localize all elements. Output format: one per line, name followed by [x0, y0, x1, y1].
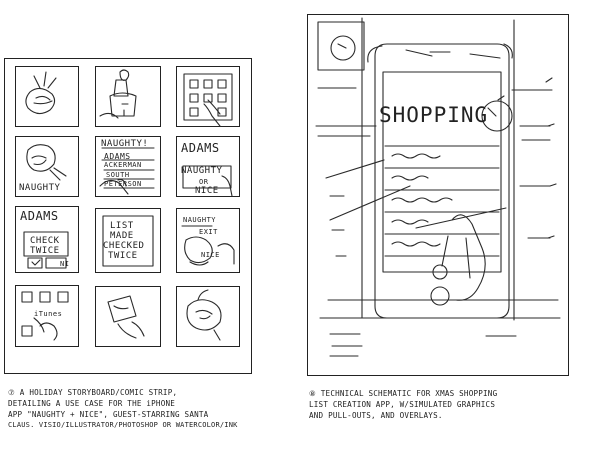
panel-9-text-2: EXIT: [199, 228, 218, 236]
storyboard-caption-line-3: APP "NAUGHTY + NICE", GUEST-STARRING SAN…: [8, 410, 209, 419]
panel-5-text-4: SOUTH: [106, 171, 130, 179]
panel-7-text-4: NI: [60, 260, 70, 268]
panel-8-text-2: MADE: [110, 231, 134, 241]
storyboard-sheet: [4, 58, 252, 374]
storyboard-panel-7: ADAMS CHECK TWICE NI: [15, 206, 79, 273]
schematic-caption-line-1: ⑧ TECHNICAL SCHEMATIC FOR XMAS SHOPPING: [309, 389, 498, 398]
panel-5-text-5: PETERSON: [104, 180, 142, 188]
panel-9-text-1: NAUGHTY: [183, 216, 217, 224]
storyboard-caption-line-2: DETAILING A USE CASE FOR THE iPHONE: [8, 399, 176, 408]
panel-5-text-1: NAUGHTY!: [101, 139, 149, 149]
panel-8-text-1: LIST: [110, 221, 134, 231]
storyboard-caption: ⑦ A HOLIDAY STORYBOARD/COMIC STRIP, DETA…: [8, 387, 298, 431]
storyboard-panel-5: NAUGHTY! ADAMS ACKERMAN SOUTH PETERSON: [95, 136, 161, 197]
panel-7-text-3: TWICE: [30, 246, 60, 256]
storyboard-caption-line-1: ⑦ A HOLIDAY STORYBOARD/COMIC STRIP,: [8, 388, 178, 397]
storyboard-panel-3: [176, 66, 240, 127]
schematic-caption: ⑧ TECHNICAL SCHEMATIC FOR XMAS SHOPPING …: [309, 388, 594, 421]
panel-6-text-4: NICE: [195, 186, 219, 196]
storyboard-panel-12: [176, 286, 240, 347]
storyboard-panel-6: ADAMS NAUGHTY OR NICE: [176, 136, 240, 197]
storyboard-panel-4: NAUGHTY: [15, 136, 79, 197]
panel-7-text-1: ADAMS: [20, 209, 59, 223]
panel-8-text-3: CHECKED: [103, 241, 145, 251]
panel-4-text-1: NAUGHTY: [19, 183, 61, 193]
storyboard-panel-11: [95, 286, 161, 347]
panel-9-text-3: NICE: [201, 251, 220, 259]
storyboard-panel-2: [95, 66, 161, 127]
schematic-sheet: [307, 14, 569, 376]
panel-7-text-2: CHECK: [30, 236, 60, 246]
storyboard-caption-line-4: CLAUS. VISIO/ILLUSTRATOR/PHOTOSHOP OR WA…: [8, 421, 238, 429]
schematic-caption-line-3: AND PULL-OUTS, AND OVERLAYS.: [309, 411, 443, 420]
storyboard-panel-9: NAUGHTY EXIT NICE: [176, 208, 240, 273]
storyboard-panel-8: LIST MADE CHECKED TWICE: [95, 208, 161, 273]
panel-6-text-2: NAUGHTY: [181, 166, 223, 176]
schematic-caption-line-2: LIST CREATION APP, W/SIMULATED GRAPHICS: [309, 400, 496, 409]
shopping-screen-title: SHOPPING: [379, 103, 489, 127]
panel-8-text-4: TWICE: [108, 251, 138, 261]
storyboard-panel-10: iTunes: [15, 285, 79, 347]
storyboard-panel-1: [15, 66, 79, 127]
panel-10-text-1: iTunes: [34, 310, 63, 318]
panel-6-text-1: ADAMS: [181, 141, 220, 155]
panel-5-text-2: ADAMS: [104, 152, 131, 161]
panel-5-text-3: ACKERMAN: [104, 161, 142, 169]
